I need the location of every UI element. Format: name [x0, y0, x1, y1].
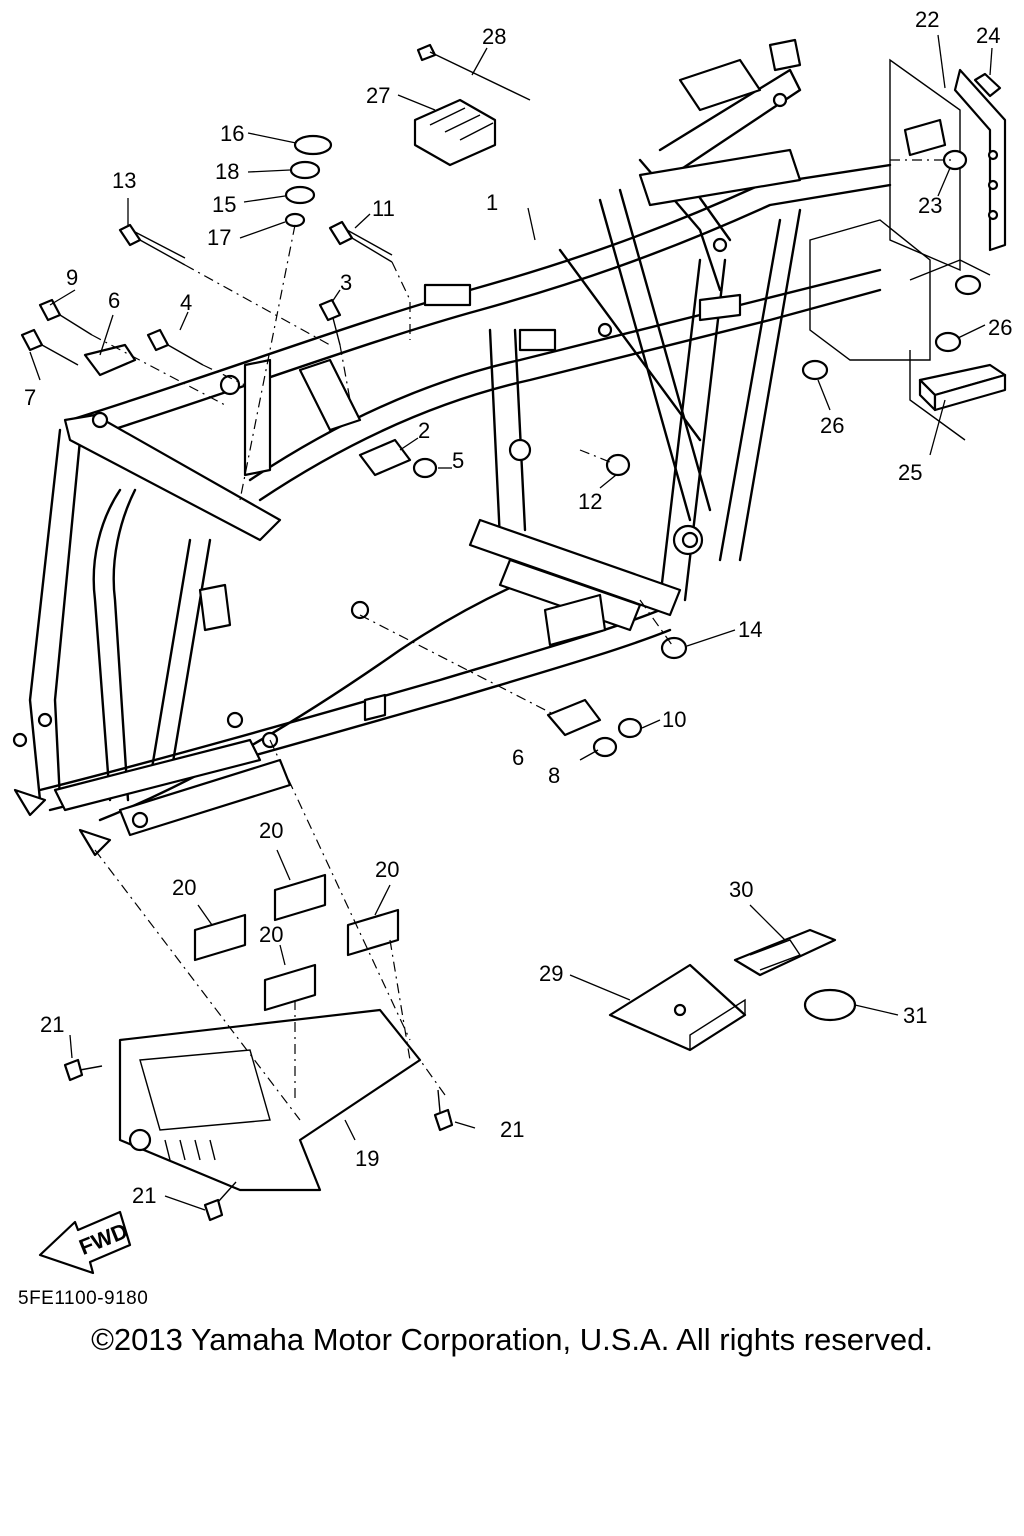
exploded-parts-diagram: FWD	[12, 7, 1012, 1275]
assembly-lines	[91, 159, 955, 1121]
callout-10: 10	[662, 707, 686, 732]
callout-31: 31	[903, 1003, 927, 1028]
callout-22: 22	[915, 7, 939, 32]
callout-20a: 20	[172, 875, 196, 900]
callout-26a: 26	[988, 315, 1012, 340]
callout-8: 8	[548, 763, 560, 788]
callout-17: 17	[207, 225, 231, 250]
callout-9: 9	[66, 265, 78, 290]
callout-6a: 6	[108, 288, 120, 313]
callout-11: 11	[372, 196, 395, 221]
callout-13: 13	[112, 168, 136, 193]
callout-28: 28	[482, 24, 506, 49]
diagram-part-code: 5FE1100-9180	[18, 1288, 149, 1309]
callout-12: 12	[578, 489, 602, 514]
hardware-parts: FWD	[20, 43, 857, 1275]
main-frame	[12, 38, 892, 857]
callout-21a: 21	[40, 1012, 64, 1037]
callout-2: 2	[418, 418, 430, 443]
callout-16: 16	[220, 121, 244, 146]
callout-23: 23	[918, 193, 942, 218]
callout-20d: 20	[259, 922, 283, 947]
callout-3: 3	[340, 270, 352, 295]
callout-14: 14	[738, 617, 762, 642]
callout-29: 29	[539, 961, 563, 986]
callout-20c: 20	[375, 857, 399, 882]
callout-19: 19	[355, 1146, 379, 1171]
callout-26b: 26	[820, 413, 844, 438]
callout-4: 4	[180, 290, 192, 315]
callout-21c: 21	[132, 1183, 156, 1208]
callout-5: 5	[452, 448, 464, 473]
leader-lines	[29, 34, 993, 1211]
callout-25: 25	[898, 460, 922, 485]
callout-27: 27	[366, 83, 390, 108]
callout-20b: 20	[259, 818, 283, 843]
callout-30: 30	[729, 877, 753, 902]
callout-6b: 6	[512, 745, 524, 770]
callout-labels: 1 2 3 4 5 6 7 8 9 10 11 12 13 14 15 16 1…	[24, 7, 1012, 1208]
callout-1: 1	[486, 190, 498, 215]
callout-15: 15	[212, 192, 236, 217]
callout-18: 18	[215, 159, 239, 184]
callout-21b: 21	[500, 1117, 524, 1142]
rear-bracket-assembly	[801, 58, 1007, 441]
copyright-notice: ©2013 Yamaha Motor Corporation, U.S.A. A…	[91, 1322, 933, 1357]
callout-7: 7	[24, 385, 36, 410]
callout-24: 24	[976, 23, 1000, 48]
